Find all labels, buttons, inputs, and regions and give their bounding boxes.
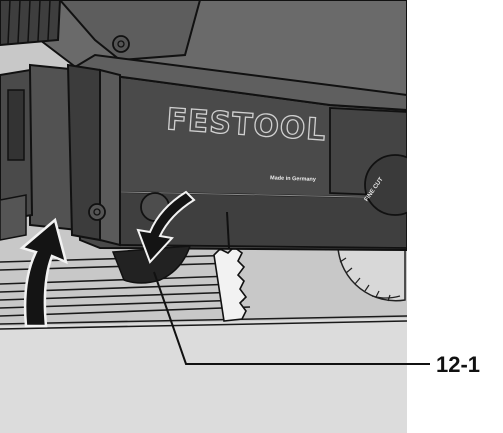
callout-label: 12-1 xyxy=(436,352,480,377)
handle-knob xyxy=(0,0,60,45)
torx-screw-icon xyxy=(113,36,129,52)
front-plate xyxy=(30,65,120,245)
torx-screw-icon xyxy=(89,204,105,220)
side-knob xyxy=(0,70,32,240)
workpiece xyxy=(0,318,407,433)
